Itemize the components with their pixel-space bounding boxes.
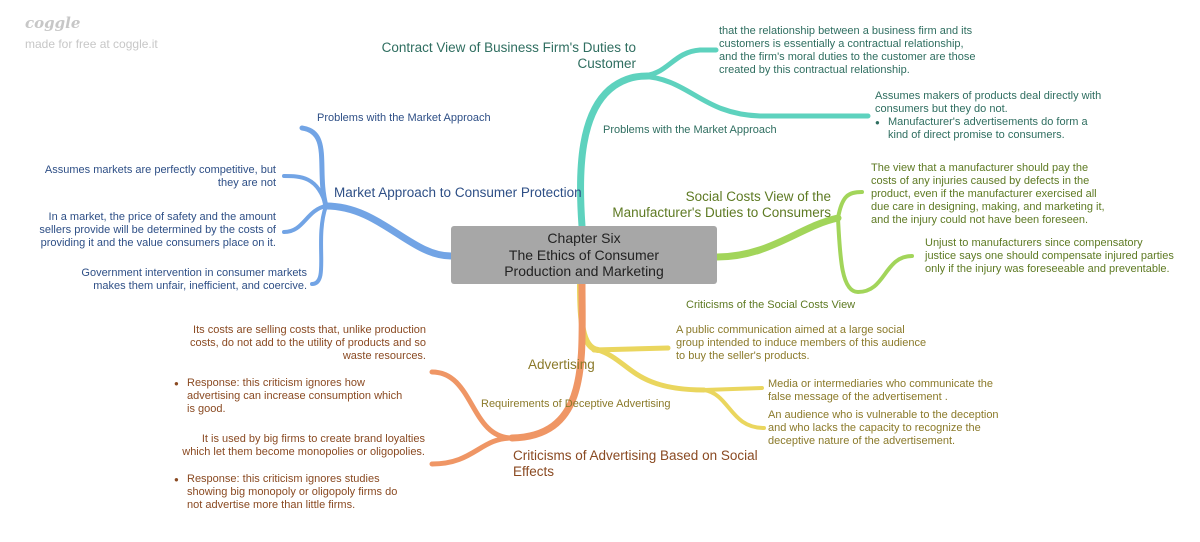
branch-criticisms-2 [429,435,515,467]
branch-market-item2 [282,204,328,234]
advertising-title[interactable]: Advertising [528,357,595,372]
market-price-of-safety-node[interactable]: In a market, the price of safety and the… [39,211,276,249]
branch-criticisms-1 [429,369,515,441]
branch-contract [577,72,652,230]
social-costs-definition[interactable]: The view that a manufacturer should pay … [871,162,1105,226]
criticism-selling-costs-node[interactable]: Its costs are selling costs that, unlike… [189,324,426,362]
social-costs-criticism-node[interactable]: Unjust to manufacturers since compensato… [925,237,1174,275]
central-topic[interactable]: Chapter Six The Ethics of Consumer Produ… [451,226,717,284]
contract-problem-bullet: Manufacturer's advertisements do form a … [875,116,1110,142]
central-topic-line: The Ethics of Consumer [508,246,660,263]
branch-advertising-definition [591,345,671,353]
advertising-requirement-media[interactable]: Media or intermediaries who communicate … [768,378,993,403]
branch-market-item1 [282,174,328,208]
criticism-brand-loyalty-node[interactable]: It is used by big firms to create brand … [182,433,425,458]
social-costs-title[interactable]: Social Costs View of the Manufacturer's … [612,189,831,220]
advertising-requirements-label[interactable]: Requirements of Deceptive Advertising [481,398,671,410]
advertising-definition[interactable]: A public communication aimed at a large … [676,324,927,362]
market-problem-node[interactable]: Assumes markets are perfectly competitiv… [44,164,276,189]
contract-problems-label[interactable]: Problems with the Market Approach [603,124,777,136]
branch-contract-definition [637,47,719,79]
central-topic-line: Chapter Six [547,230,621,247]
social-costs-criticisms-label[interactable]: Criticisms of the Social Costs View [686,299,856,311]
branch-social-definition [836,190,864,220]
criticism-response-bullet: Response: this criticism ignores how adv… [174,377,409,416]
branch-contract-problems [637,73,871,119]
criticism-response-bullet-2: Response: this criticism ignores studies… [174,473,414,512]
branch-criticisms [508,280,586,442]
made-for-free-note: made for free at coggle.it [25,37,158,51]
contract-problem-text: Assumes makers of products deal directly… [875,90,1102,115]
branch-advertising-req1 [702,386,764,392]
coggle-logo: coggle [25,14,81,32]
central-topic-line: Production and Marketing [504,263,664,280]
contract-view-definition[interactable]: that the relationship between a business… [719,25,976,76]
market-problems-label[interactable]: Problems with the Market Approach [317,112,491,124]
criticism-response-node[interactable]: Response: this criticism ignores how adv… [174,377,409,416]
contract-view-title[interactable]: Contract View of Business Firm's Duties … [381,40,636,71]
branch-market-item3 [310,204,328,286]
market-government-node[interactable]: Government intervention in consumer mark… [81,267,307,292]
branch-social-criticisms [836,216,914,295]
branch-advertising-requirements [595,347,707,393]
advertising-requirement-audience[interactable]: An audience who is vulnerable to the dec… [768,409,999,447]
market-approach-title[interactable]: Market Approach to Consumer Protection [334,185,582,200]
branch-market [322,202,455,260]
branch-advertising-req2 [702,388,766,430]
criticism-response-node-2[interactable]: Response: this criticism ignores studies… [174,473,414,512]
branch-social [713,214,842,261]
contract-problem-node[interactable]: Assumes makers of products deal directly… [875,90,1110,142]
criticisms-advertising-title[interactable]: Criticisms of Advertising Based on Socia… [513,448,758,479]
